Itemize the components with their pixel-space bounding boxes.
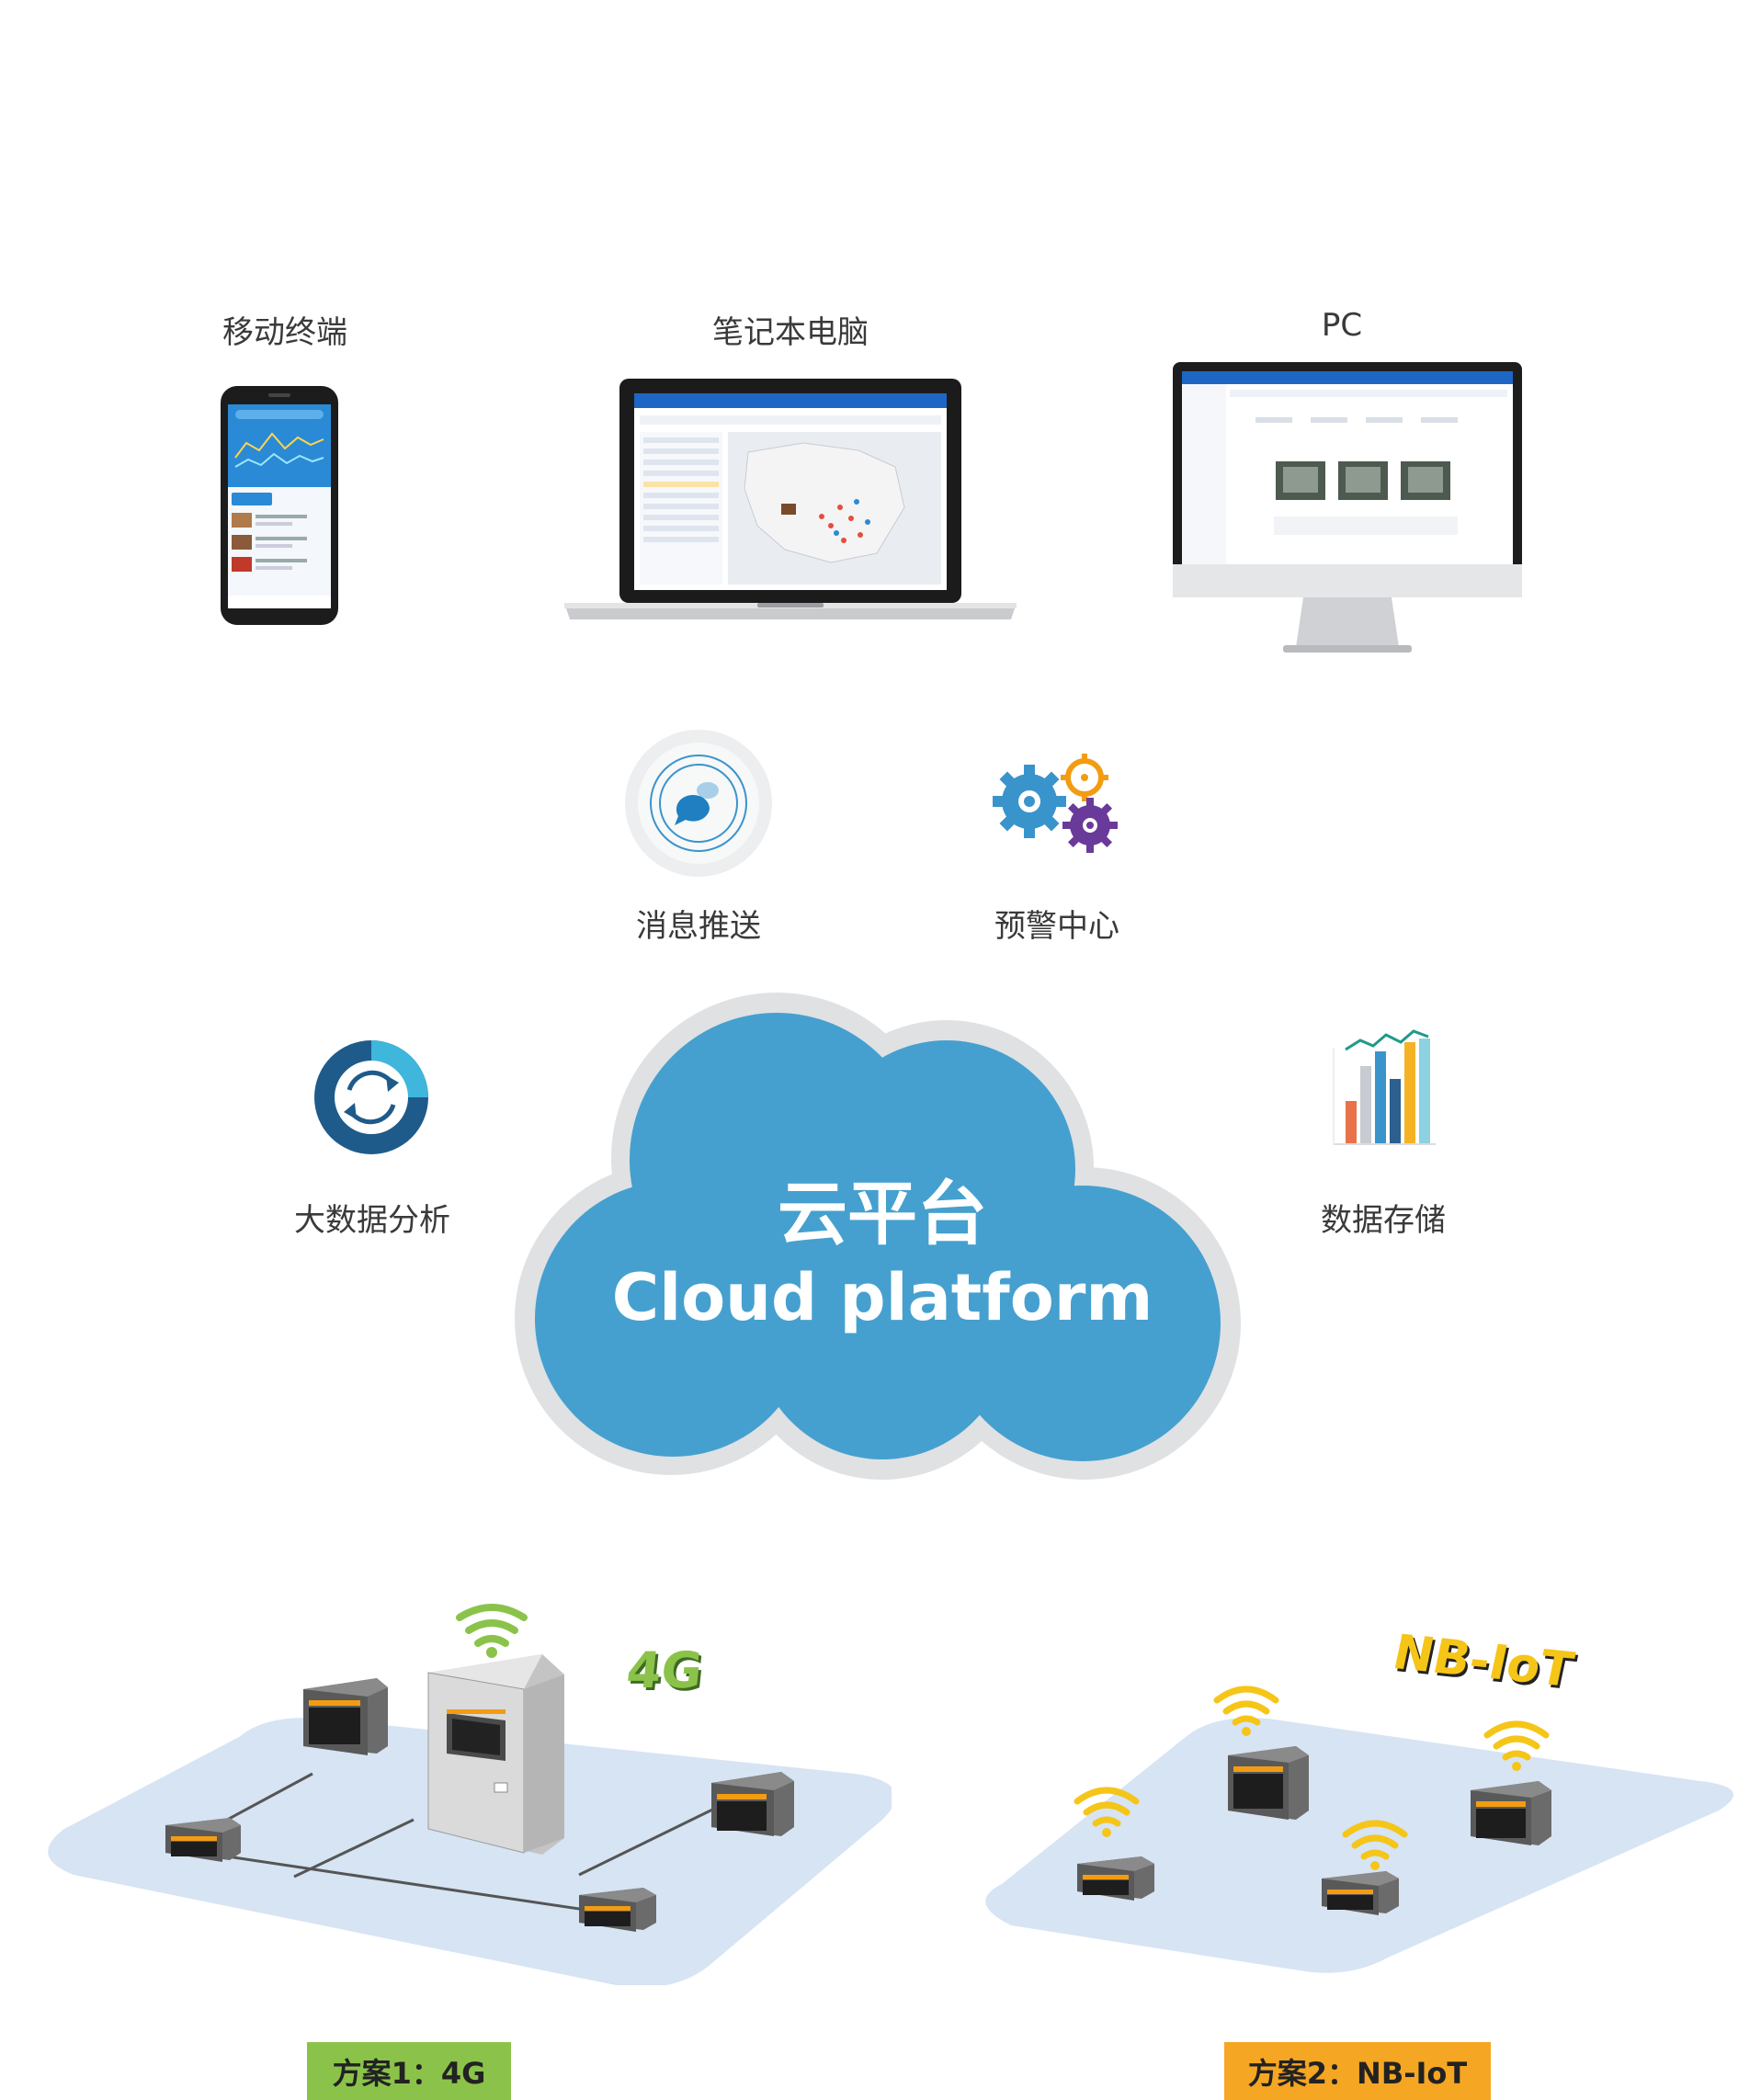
message-push-label: 消息推送 bbox=[636, 908, 761, 945]
alert-center-label: 预警中心 bbox=[994, 908, 1119, 945]
plan1-device-1 bbox=[303, 1678, 388, 1755]
plan1-4g-network-diagram bbox=[48, 1604, 892, 1985]
cloud-title-cn: 云平台 bbox=[778, 1173, 987, 1254]
plan2-wifi-icon-1 bbox=[1213, 1686, 1279, 1736]
plan2-badge: 方案2：NB-IoT bbox=[1224, 2042, 1491, 2100]
pc-label: PC bbox=[1321, 307, 1363, 344]
plan2-device-3 bbox=[1077, 1856, 1154, 1901]
message-push-icon bbox=[625, 730, 772, 877]
plan1-device-3 bbox=[711, 1772, 794, 1836]
plan1-4g-tag: 4G bbox=[623, 1641, 706, 1699]
cloud-title-en: Cloud platform bbox=[611, 1260, 1153, 1335]
plan1-device-2 bbox=[165, 1818, 241, 1862]
plan2-wifi-icon-3 bbox=[1342, 1820, 1408, 1870]
laptop-label: 笔记本电脑 bbox=[712, 314, 869, 351]
plan2-wifi-icon-4 bbox=[1483, 1720, 1550, 1771]
data-storage-label: 数据存储 bbox=[1321, 1202, 1446, 1239]
plan2-wifi-icon-2 bbox=[1074, 1787, 1140, 1837]
data-storage-chart-icon bbox=[1333, 1029, 1436, 1145]
plan2-device-4 bbox=[1322, 1871, 1399, 1915]
plan1-wifi-icon bbox=[456, 1604, 528, 1647]
mobile-terminal-label: 移动终端 bbox=[222, 314, 347, 351]
big-data-analysis-icon bbox=[314, 1040, 428, 1154]
plan1-device-4 bbox=[579, 1888, 656, 1932]
big-data-analysis-label: 大数据分析 bbox=[294, 1202, 450, 1239]
cloud-platform-shape bbox=[515, 993, 1241, 1480]
plan1-badge: 方案1：4G bbox=[307, 2042, 511, 2100]
laptop-image bbox=[564, 379, 1017, 619]
plan2-device-2 bbox=[1471, 1781, 1551, 1845]
alert-center-gears-icon bbox=[993, 754, 1118, 853]
pc-monitor-image bbox=[1173, 362, 1522, 653]
mobile-phone-image bbox=[221, 386, 338, 625]
plan2-device-1 bbox=[1228, 1746, 1309, 1820]
